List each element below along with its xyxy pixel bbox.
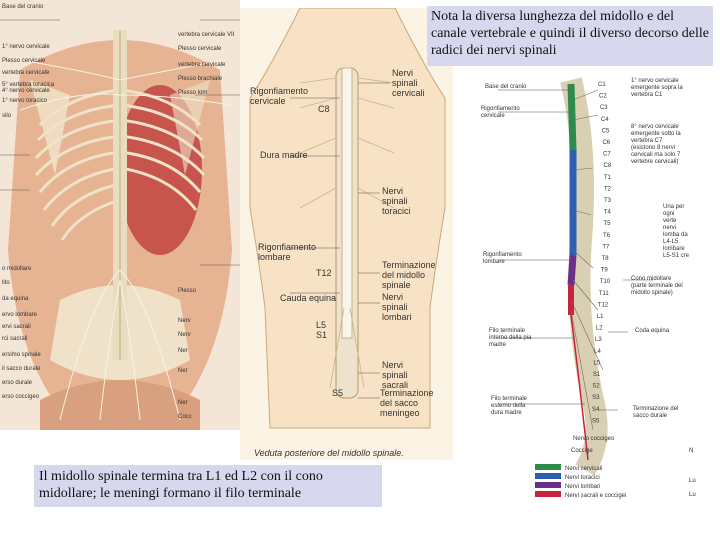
fig1-label-left: erso durale [2,380,33,386]
vertebra-label: C3 [600,105,608,111]
fig3-label-left: Rigonfiamentolombare [483,252,522,265]
vertebra-label: S2 [592,384,600,390]
note-bottom-textbox: Il midollo spinale termina tra L1 ed L2 … [34,465,382,507]
fig1-label-left: vertebra cervicale [2,70,50,76]
fig3-label-right: Nervo coccigeo [573,436,615,442]
vertebra-label: S4 [592,407,600,413]
fig1-label-left: lito [2,280,10,286]
fig1-label-left: 4° nervo cervicale [2,88,50,94]
vertebra-label: C2 [599,94,607,100]
fig1-label-right: Plesso lom [178,90,207,96]
fig1-label-right: Plesso [178,288,197,294]
vertebra-label: C4 [601,117,609,123]
vertebra-label: T1 [604,175,612,181]
fig3-edge-label: Lu [689,492,696,498]
fig3-edge-label: Lu [689,478,696,484]
vertebra-label: L4 [594,349,601,355]
vertebra-label: C1 [598,82,606,88]
vertebra-label: L2 [596,326,603,332]
vertebra-label: L5 [593,360,600,366]
vertebra-label: C5 [602,128,610,134]
fig3-label-right: Coccige [571,448,593,454]
vertebra-label: S1 [593,372,601,378]
fig2-label: Dura madre [260,150,308,160]
legend-label: Nervi sacrali e coccigei [565,493,626,499]
fig2-label: S5 [332,388,343,398]
vertebra-label: C6 [602,140,610,146]
vertebra-label: T4 [604,210,612,216]
legend-label: Nervi lombari [565,484,600,490]
fig1-label-left: ersimo spinale [2,352,41,358]
fig2-label: Cauda equina [280,293,336,303]
vertebra-label: T12 [598,302,609,308]
fig1-label-left: 1° nervo toracico [2,98,48,104]
vertebra-label: L3 [595,337,602,343]
vertebra-label: T11 [599,291,610,297]
fig1-label-left: erso coccigeo [2,394,40,400]
fig1-label-right: Ner [178,368,188,374]
fig3-edge-label: N [689,448,693,454]
fig1-label-left: ervo lombare [2,312,38,318]
vertebra-label: T5 [603,221,611,227]
fig1-label-left: Base del cranio [2,4,44,10]
figure-caption: Veduta posteriore del midollo spinale. [254,448,404,458]
fig1-label-right: vertebra cervicale VII [178,32,235,38]
vertebra-label: T2 [604,186,612,192]
legend-label: Nervi cervicali [565,466,602,472]
fig1-label-right: vertebra cervicale [178,62,226,68]
legend-swatch [535,482,561,488]
vertebra-label: T6 [603,233,611,239]
fig2-label: S1 [316,330,327,340]
vertebra-label: S5 [592,418,600,424]
vertebra-label: T10 [600,279,611,285]
vertebra-label: L1 [597,314,604,320]
fig3-label-left: Base del cranio [485,84,527,90]
fig1-label-left: da equina [2,296,29,302]
note-top-textbox: Nota la diversa lunghezza del midollo e … [427,6,713,66]
fig1-label-right: Ner [178,348,188,354]
fig1-label-left: o midollare [2,266,32,272]
fig2-label: L5 [316,320,326,330]
fig1-label-right: Plesso brachiale [178,76,223,82]
fig1-label-right: Plesso cervicale [178,46,222,52]
fig2-label: T12 [316,268,332,278]
fig1-label-right: Ner [178,400,188,406]
legend-swatch [535,491,561,497]
fig3-label-right: Coda equina [635,328,670,334]
fig1-label-right: Cocc [178,414,192,420]
vertebra-label: T9 [601,268,609,274]
fig1-label-left: Plesso cervicale [2,58,46,64]
fig1-label-right: Nerv [178,318,191,324]
fig1-label-left: ervi sacrali [2,324,31,330]
vertebra-label: S3 [592,395,600,401]
vertebra-label: C8 [604,163,612,169]
legend-swatch [535,473,561,479]
fig1-label-left: silo [2,113,12,119]
legend-label: Nervi toracici [565,475,600,481]
fig1-label-right: Nerv [178,332,191,338]
vertebra-label: C7 [603,152,611,158]
vertebra-label: T7 [602,244,610,250]
vertebra-label: T8 [602,256,610,262]
fig1-label-left: il sacco durale [2,366,41,372]
fig1-label-left: rci sacrali [2,336,27,342]
fig1-label-left: 1° nervo cervicale [2,44,50,50]
vertebra-label: T3 [604,198,612,204]
fig2-label: C8 [318,104,330,114]
legend-swatch [535,464,561,470]
